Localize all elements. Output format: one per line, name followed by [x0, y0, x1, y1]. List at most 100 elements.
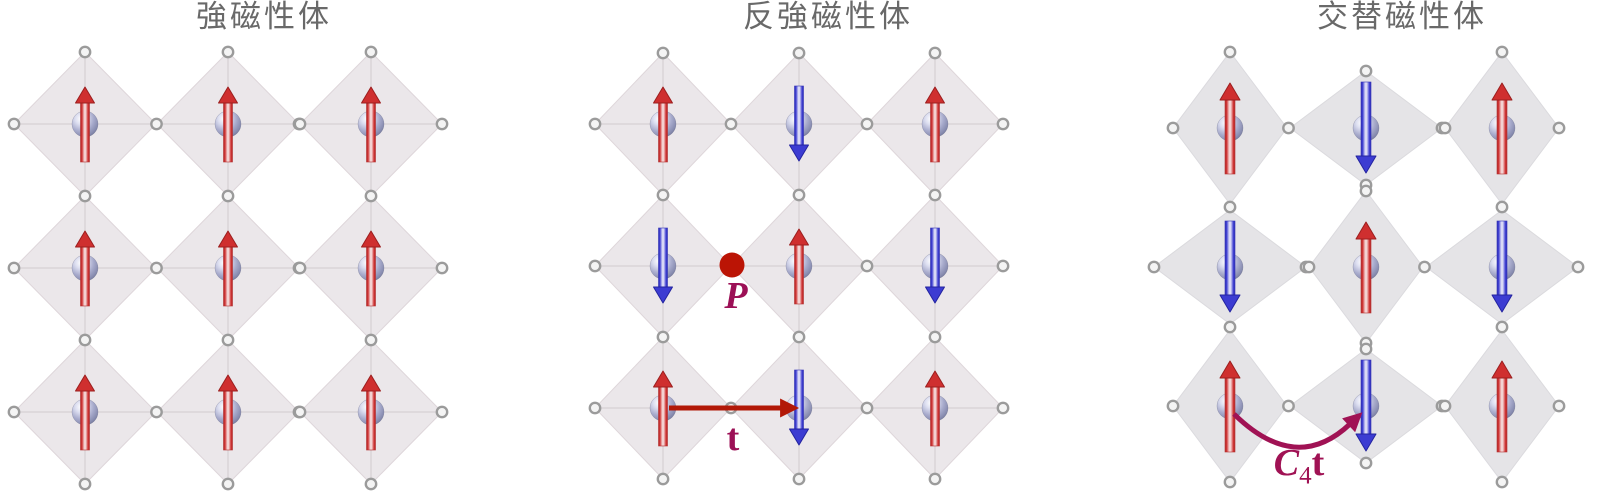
- spin-arrow-shaft: [1360, 237, 1372, 314]
- spin-arrow-head: [1491, 294, 1513, 313]
- inversion-symbol-label: P: [724, 275, 748, 317]
- oxygen-atom: [1495, 200, 1509, 214]
- spin-down-arrow: [789, 85, 809, 162]
- spin-up-arrow: [925, 86, 945, 163]
- oxygen-atom: [293, 261, 307, 275]
- spin-arrow-shaft: [658, 227, 668, 289]
- oxygen-atom: [1147, 260, 1161, 274]
- c4-subscript: 4: [1299, 462, 1312, 490]
- oxygen-atom: [656, 472, 670, 486]
- oxygen-atom: [792, 330, 806, 344]
- oxygen-atom: [724, 117, 738, 131]
- oxygen-atom: [996, 259, 1010, 273]
- spin-arrow-shaft: [223, 101, 233, 163]
- oxygen-atom: [860, 117, 874, 131]
- spin-up-arrow: [1219, 82, 1241, 175]
- spin-arrow-head: [75, 230, 95, 248]
- oxygen-atom: [1359, 184, 1373, 198]
- oxygen-atom: [1302, 260, 1316, 274]
- spin-arrow-shaft: [80, 101, 90, 163]
- oxygen-atom: [928, 472, 942, 486]
- translation-symbol-label: t: [726, 417, 740, 459]
- oxygen-atom: [364, 45, 378, 59]
- spin-arrow-head: [218, 374, 238, 392]
- oxygen-atom: [1282, 121, 1295, 135]
- oxygen-atom: [1282, 399, 1295, 413]
- oxygen-atom: [792, 472, 806, 486]
- oxygen-atom: [996, 117, 1010, 131]
- spin-arrow-head: [1355, 433, 1377, 452]
- spin-arrow-head: [1491, 360, 1513, 379]
- spin-arrow-head: [925, 370, 945, 388]
- spin-arrow-head: [925, 286, 945, 304]
- spin-up-arrow: [75, 374, 95, 451]
- spin-down-arrow: [1491, 220, 1513, 313]
- oxygen-atom: [656, 188, 670, 202]
- spin-arrow-head: [789, 228, 809, 246]
- oxygen-atom: [1223, 320, 1237, 334]
- spin-arrow-head: [789, 428, 809, 446]
- panel-title-ferromagnet: 強磁性体: [196, 0, 332, 34]
- oxygen-atom: [1359, 342, 1373, 356]
- oxygen-atom: [656, 330, 670, 344]
- oxygen-atom: [78, 45, 92, 59]
- spin-up-arrow: [218, 374, 238, 451]
- oxygen-atom: [1166, 399, 1180, 413]
- spin-up-arrow: [361, 374, 381, 451]
- spin-up-arrow: [218, 230, 238, 307]
- oxygen-atom: [150, 117, 163, 131]
- oxygen-atom: [656, 46, 670, 60]
- spin-arrow-shaft: [794, 243, 804, 305]
- spin-arrow-shaft: [366, 389, 376, 451]
- spin-up-arrow: [218, 86, 238, 163]
- c4-rotation-translation-arrow: [1232, 412, 1363, 450]
- spin-arrow-shaft: [1496, 98, 1508, 175]
- oxygen-atom: [1418, 260, 1431, 274]
- oxygen-atom: [7, 117, 21, 131]
- spin-arrow-head: [653, 370, 673, 388]
- oxygen-atom: [1223, 200, 1237, 214]
- spin-arrow-head: [361, 230, 381, 248]
- spin-up-arrow: [361, 230, 381, 307]
- oxygen-atom: [435, 261, 449, 275]
- oxygen-atom: [221, 477, 235, 491]
- spin-arrow-shaft: [930, 101, 940, 163]
- spin-arrow-shaft: [1224, 220, 1236, 297]
- spin-arrow-shaft: [1496, 220, 1508, 297]
- oxygen-atom: [364, 189, 378, 203]
- spin-arrow-shaft: [930, 227, 940, 289]
- panel-title-altermagnet: 交替磁性体: [1317, 0, 1487, 34]
- spin-arrow-head: [653, 286, 673, 304]
- spin-arrow-shaft: [1496, 376, 1508, 453]
- spin-arrow-shaft: [794, 85, 804, 147]
- spin-down-arrow: [1219, 220, 1241, 313]
- panel-ferromagnet: [7, 45, 449, 491]
- oxygen-atom: [293, 405, 307, 419]
- spin-up-arrow: [789, 228, 809, 305]
- oxygen-atom: [1223, 45, 1237, 59]
- spin-arrow-head: [1491, 82, 1513, 101]
- panel-altermagnet: [1147, 45, 1585, 489]
- spin-arrow-head: [75, 86, 95, 104]
- oxygen-atom: [364, 477, 378, 491]
- spin-arrow-shaft: [658, 101, 668, 163]
- oxygen-atom: [435, 405, 449, 419]
- inversion-center-dot: [719, 252, 745, 278]
- spin-arrow-head: [1355, 221, 1377, 240]
- oxygen-atom: [78, 477, 92, 491]
- spin-arrow-shaft: [930, 385, 940, 447]
- spin-arrow-shaft: [1224, 98, 1236, 175]
- spin-arrow-head: [925, 86, 945, 104]
- spin-up-arrow: [653, 86, 673, 163]
- oxygen-atom: [792, 188, 806, 202]
- spin-arrow-shaft: [80, 389, 90, 451]
- spin-down-arrow: [653, 227, 673, 304]
- oxygen-atom: [1495, 45, 1509, 59]
- oxygen-atom: [588, 117, 602, 131]
- spin-arrow-head: [653, 86, 673, 104]
- spin-up-arrow: [1491, 82, 1513, 175]
- spin-arrow-shaft: [1224, 376, 1236, 453]
- spin-arrow-head: [218, 230, 238, 248]
